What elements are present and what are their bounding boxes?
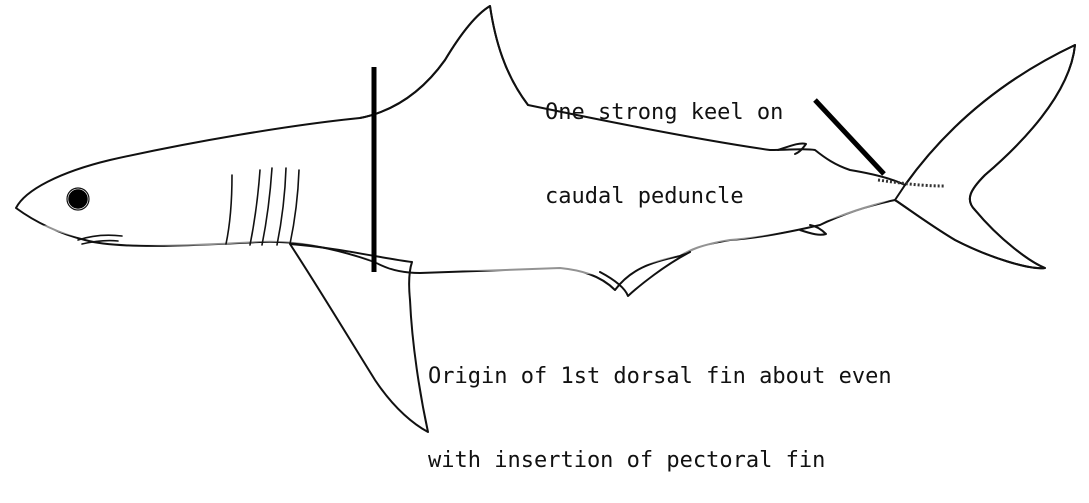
keel-annotation-line1: One strong keel on (545, 99, 783, 127)
dorsal-origin-annotation: Origin of 1st dorsal fin about even with… (428, 307, 892, 503)
keel-annotation: One strong keel on caudal peduncle (545, 43, 783, 239)
first-dorsal-fin (360, 6, 528, 118)
caudal-keel (878, 180, 945, 186)
dorsal-origin-annotation-line2: with insertion of pectoral fin (428, 447, 892, 475)
keel-annotation-line2: caudal peduncle (545, 183, 783, 211)
eye (69, 190, 87, 208)
keel-pointer (815, 100, 884, 174)
dorsal-origin-annotation-line1: Origin of 1st dorsal fin about even (428, 363, 892, 391)
caudal-fin (895, 45, 1075, 268)
